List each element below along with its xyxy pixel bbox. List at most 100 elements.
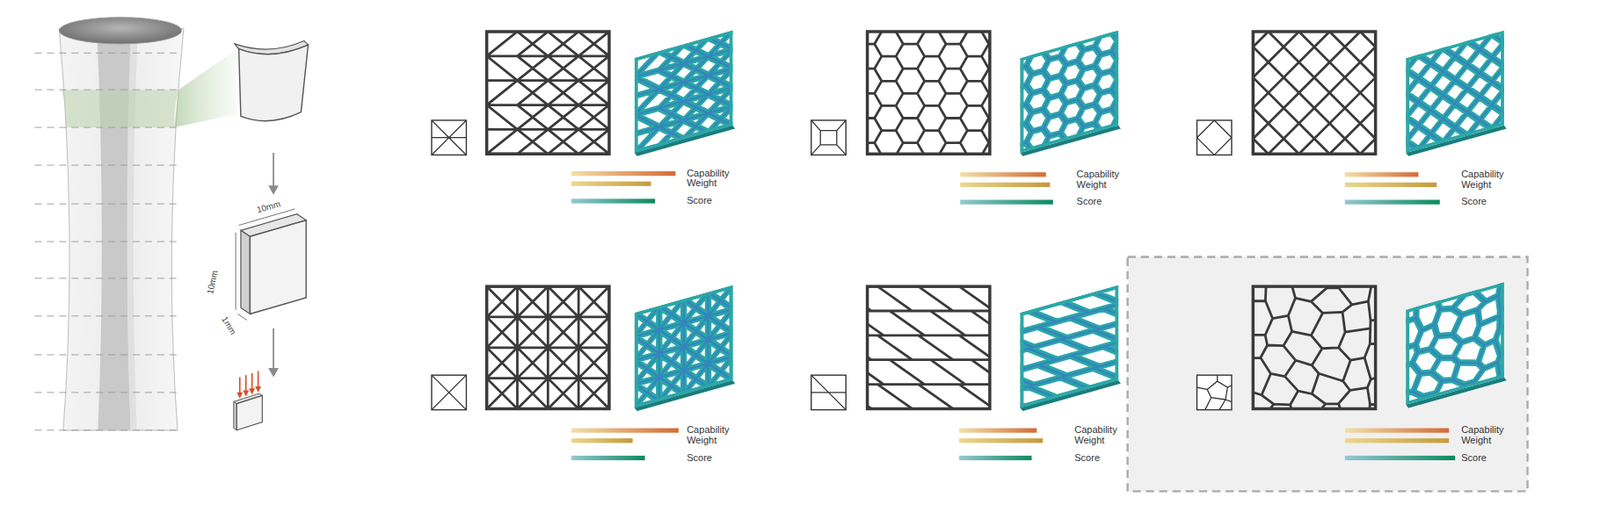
panel-face — [1222, 0, 1600, 205]
stress-panel — [991, 0, 1152, 201]
stress-panel — [634, 23, 757, 158]
unit-icon-lines — [811, 375, 846, 410]
panel-struts — [634, 23, 757, 153]
bar-label: Score — [1076, 196, 1103, 208]
bar-label: Score — [1461, 451, 1487, 464]
highlight-box — [1127, 256, 1528, 492]
pattern-frame — [1252, 286, 1375, 409]
bar-label: Weight — [686, 177, 717, 190]
pattern-card — [1197, 232, 1549, 501]
bar-label: Capability — [1461, 424, 1504, 437]
bar-label: Capability — [1076, 168, 1120, 181]
tower — [34, 17, 237, 431]
unit-icon — [1197, 120, 1232, 155]
unit-icon-frame — [431, 120, 466, 155]
arrow-shaft — [272, 328, 275, 370]
pattern-cards — [431, 0, 1600, 501]
dimension-label: 10mm — [255, 198, 283, 217]
unit-icon-frame — [811, 375, 846, 410]
panel-face — [634, 285, 733, 408]
pattern-plan — [1205, 238, 1430, 501]
score-bar — [959, 438, 1043, 444]
pattern-lines — [487, 31, 640, 154]
dimension-label: 10mm — [204, 269, 221, 296]
unit-icon-lines — [811, 120, 846, 155]
pattern-lines — [487, 286, 610, 409]
pattern-card — [431, 284, 735, 461]
pattern-frame — [487, 286, 610, 409]
score-bar — [571, 198, 655, 204]
panel-hole — [1405, 30, 1504, 153]
pattern-card — [811, 0, 1152, 205]
panel-rim — [1020, 285, 1119, 408]
pattern-plan — [487, 31, 640, 154]
bar-label: Weight — [1076, 178, 1107, 190]
bar-label: Weight — [1461, 178, 1491, 190]
facade-piece — [234, 40, 309, 121]
arrow-head — [268, 368, 279, 378]
unit-icon-lines — [1197, 375, 1232, 410]
unit-icon — [431, 120, 466, 155]
stress-lines — [1367, 232, 1548, 487]
bar-label: Capability — [686, 424, 729, 437]
pattern-card — [431, 23, 757, 204]
unit-icon — [811, 120, 846, 155]
loaded-sample — [233, 370, 262, 430]
pattern-lines — [1023, 31, 1600, 154]
score-bar — [571, 456, 646, 461]
unit-icon-frame — [811, 120, 846, 155]
score-bar — [1345, 456, 1455, 461]
bar-label: Weight — [686, 434, 717, 446]
pattern-frame — [487, 31, 610, 154]
panel-rim — [634, 30, 733, 153]
pattern-lines — [1205, 238, 1430, 501]
pattern-frame — [1252, 31, 1375, 154]
score-bar — [571, 181, 652, 187]
score-bar — [571, 438, 633, 444]
pattern-plan — [836, 286, 1007, 409]
score-bar — [1345, 438, 1449, 444]
panel-struts — [634, 285, 733, 408]
bar-label: Capability — [1074, 424, 1117, 437]
bar-label: Score — [1461, 196, 1487, 208]
panel-rim — [1020, 30, 1119, 153]
bar-label: Score — [686, 195, 713, 207]
unit-icon — [1197, 375, 1232, 410]
stress-panel — [996, 282, 1132, 420]
stress-panel — [1222, 0, 1600, 209]
unit-icon-lines — [431, 120, 466, 155]
score-bar — [571, 171, 676, 176]
test-block — [235, 209, 306, 321]
panel-struts — [991, 0, 1152, 201]
stress-lines — [1222, 0, 1600, 205]
panel-rim — [1405, 30, 1504, 153]
pattern-plan — [487, 286, 610, 409]
score-bar — [1345, 172, 1419, 177]
score-bar — [1345, 182, 1437, 188]
score-bar — [1345, 199, 1440, 204]
panel-rim — [1405, 283, 1504, 406]
panel-face — [634, 23, 757, 153]
pattern-plan — [1023, 31, 1600, 154]
unit-icon-frame — [1197, 120, 1232, 155]
bar-label: Score — [1074, 451, 1100, 464]
pattern-card — [811, 282, 1132, 461]
score-bar — [1345, 428, 1449, 433]
score-bar — [960, 199, 1054, 204]
pattern-lines — [836, 286, 1007, 409]
arrow-head — [268, 185, 279, 195]
panel-rim — [634, 285, 733, 408]
unit-icon — [431, 375, 466, 410]
bar-label: Weight — [1074, 434, 1105, 446]
score-bar — [960, 172, 1046, 177]
unit-icon — [811, 375, 846, 410]
score-bar — [959, 428, 1037, 433]
pattern-frame — [867, 286, 990, 409]
score-bar — [959, 456, 1032, 461]
panel-struts — [1222, 0, 1600, 205]
score-bar — [571, 428, 679, 433]
pattern-frame — [867, 31, 990, 154]
panel-face — [1367, 232, 1548, 487]
